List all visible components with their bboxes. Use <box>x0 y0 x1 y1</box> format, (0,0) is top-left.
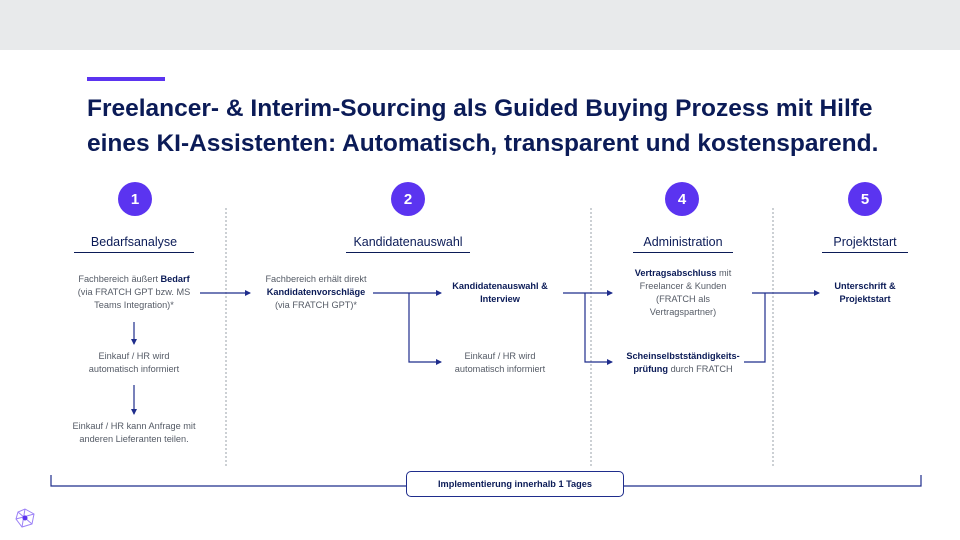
bedarf-step-3: Einkauf / HR kann Anfrage mit anderen Li… <box>54 420 214 446</box>
bedarf-step-1-text: Fachbereich äußert <box>78 274 161 284</box>
projektstart-step-1: Unterschrift & Projektstart <box>815 280 915 306</box>
administration-step-2: Scheinselbstständigkeits- prüfung durch … <box>613 350 753 376</box>
administration-step-2-line1: Scheinselbstständigkeits- <box>626 351 740 361</box>
bedarf-step-1-line3: Teams Integration)* <box>94 300 174 310</box>
title-line-2: eines KI-Assistenten: Automatisch, trans… <box>87 130 879 157</box>
bedarf-step-2-line1: Einkauf / HR wird <box>98 351 170 361</box>
bedarf-step-1-bold: Bedarf <box>160 274 190 284</box>
kandidaten-step-1: Fachbereich erhält direkt Kandidatenvors… <box>248 273 384 312</box>
phase-title-kandidatenauswahl: Kandidatenauswahl <box>346 235 470 253</box>
phase-title-administration: Administration <box>633 235 733 253</box>
arrow-to-einkauf-informiert <box>408 293 442 365</box>
administration-step-1-line4: Vertragspartner) <box>649 307 717 317</box>
administration-step-1-rest: mit <box>716 268 732 278</box>
implementation-label: Implementierung innerhalb 1 Tages <box>406 471 624 497</box>
phase-title-projektstart: Projektstart <box>822 235 908 253</box>
kandidaten-step-1-line1: Fachbereich erhält direkt <box>265 274 367 284</box>
bedarf-step-2-line2: automatisch informiert <box>88 364 180 374</box>
bracket-left <box>50 475 406 487</box>
administration-step-1: Vertragsabschluss mit Freelancer & Kunde… <box>615 267 751 319</box>
projektstart-step-1-line1: Unterschrift & <box>834 281 896 291</box>
company-logo-icon <box>15 508 35 528</box>
kandidaten-step-2-line1: Kandidatenauswahl & <box>452 281 548 291</box>
administration-step-2-rest: durch FRATCH <box>668 364 733 374</box>
step-circle-1: 1 <box>118 182 152 216</box>
bedarf-step-1-line2: (via FRATCH GPT bzw. MS <box>77 287 191 297</box>
administration-step-2-bold: prüfung <box>633 364 669 374</box>
line-pruefung-join <box>744 293 766 363</box>
kandidaten-step-2: Kandidatenauswahl & Interview <box>436 280 564 306</box>
bedarf-step-3-line2: anderen Lieferanten teilen. <box>79 434 189 444</box>
bedarf-step-1: Fachbereich äußert Bedarf (via FRATCH GP… <box>64 273 204 312</box>
arrow-to-scheinselbststaendigkeit <box>584 293 613 365</box>
bracket-right <box>624 475 922 487</box>
kandidaten-step-1-line3: (via FRATCH GPT)* <box>274 300 357 310</box>
administration-step-1-bold: Vertragsabschluss <box>634 268 717 278</box>
bedarf-step-3-line1: Einkauf / HR kann Anfrage mit <box>72 421 196 431</box>
title-line-1: Freelancer- & Interim-Sourcing als Guide… <box>87 95 873 122</box>
step-circle-5: 5 <box>848 182 882 216</box>
top-bar <box>0 0 960 50</box>
projektstart-step-1-line2: Projektstart <box>839 294 891 304</box>
kandidaten-step-2-line2: Interview <box>480 294 520 304</box>
page-title: Freelancer- & Interim-Sourcing als Guide… <box>87 91 937 161</box>
kandidaten-step-1-bold: Kandidatenvorschläge <box>266 287 366 297</box>
phase-title-bedarfsanalyse: Bedarfsanalyse <box>74 235 194 253</box>
kandidaten-step-3-line1: Einkauf / HR wird <box>464 351 536 361</box>
kandidaten-step-3-line2: automatisch informiert <box>454 364 546 374</box>
administration-step-1-line2: Freelancer & Kunden <box>639 281 727 291</box>
administration-step-1-line3: (FRATCH als <box>656 294 710 304</box>
title-accent-line <box>87 77 165 81</box>
step-circle-2: 2 <box>391 182 425 216</box>
kandidaten-step-3: Einkauf / HR wird automatisch informiert <box>436 350 564 376</box>
step-circle-4: 4 <box>665 182 699 216</box>
bedarf-step-2: Einkauf / HR wird automatisch informiert <box>64 350 204 376</box>
